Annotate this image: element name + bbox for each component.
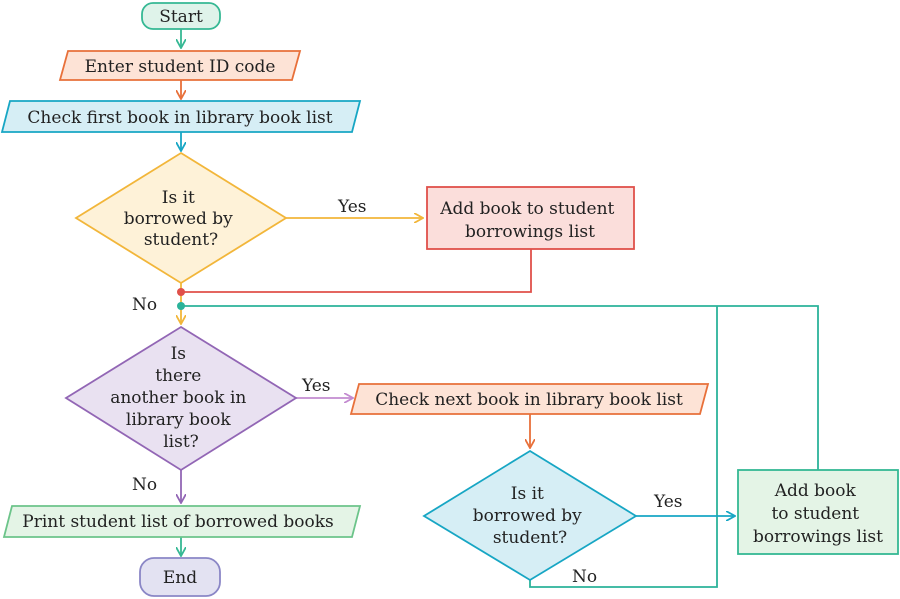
svg-text:Add book to student: Add book to student borrowings list: [753, 481, 883, 547]
decision3-yes-label: Yes: [653, 492, 683, 512]
add1-line1: Add book to student: [439, 199, 614, 219]
edge-add2-return-loop: [181, 305, 819, 470]
decision1-line2: borrowed by: [124, 209, 233, 229]
decision2-line3: another book in: [110, 388, 246, 408]
decision2-line4: library book: [126, 410, 232, 430]
print-list-node: Print student list of borrowed books: [2, 505, 362, 538]
svg-text:Add book to student borr: Add book to student borrowings list: [439, 199, 620, 242]
decision1-line1: Is it: [162, 188, 195, 208]
end-label: End: [163, 568, 197, 588]
start-label: Start: [159, 7, 203, 27]
decision3-no-label: No: [572, 567, 597, 587]
svg-text:Is there another b: Is there another book in library book li…: [110, 344, 252, 452]
decision1-no-label: No: [132, 295, 157, 315]
end-node: End: [139, 557, 221, 597]
add1-line2: borrowings list: [465, 222, 595, 242]
add2-line3: borrowings list: [753, 527, 883, 547]
decision2-no-label: No: [132, 475, 157, 495]
add2-line1: Add book: [774, 481, 857, 501]
decision3-borrowed-node: Is it borrowed by student?: [422, 449, 638, 582]
add2-line2: to student: [771, 504, 859, 524]
enter-student-id-label: Enter student ID code: [85, 57, 276, 77]
decision2-line1: Is: [171, 344, 186, 364]
decision2-yes-label: Yes: [301, 376, 331, 396]
svg-text:Is it borrowed by: Is it borrowed by student?: [473, 484, 587, 548]
print-list-label: Print student list of borrowed books: [22, 512, 333, 532]
start-node: Start: [141, 2, 221, 30]
edge-add1-return: [181, 249, 532, 293]
check-first-book-label: Check first book in library book list: [27, 108, 332, 128]
decision1-line3: student?: [144, 230, 218, 250]
decision1-yes-label: Yes: [337, 197, 367, 217]
enter-student-id-node: Enter student ID code: [58, 50, 302, 81]
check-next-book-label: Check next book in library book list: [375, 390, 683, 410]
check-next-book-node: Check next book in library book list: [349, 383, 710, 415]
decision2-line2: there: [155, 366, 201, 386]
connectors: [181, 29, 819, 588]
junction-dot-red: [177, 288, 185, 296]
add-book-node-1: Add book to student borrowings list: [426, 186, 635, 250]
decision2-another-book-node: Is there another book in library book li…: [64, 325, 298, 472]
decision1-borrowed-node: Is it borrowed by student?: [74, 151, 288, 285]
junction-dot-green: [177, 302, 185, 310]
check-first-book-node: Check first book in library book list: [0, 100, 362, 133]
edge-decision3-no-return: [529, 306, 718, 588]
decision3-line3: student?: [493, 528, 567, 548]
decision3-line2: borrowed by: [473, 506, 582, 526]
decision2-line5: list?: [163, 432, 199, 452]
add-book-node-2: Add book to student borrowings list: [737, 469, 899, 555]
svg-text:Is it borrowed by: Is it borrowed by student?: [124, 188, 238, 250]
decision3-line1: Is it: [511, 484, 544, 504]
